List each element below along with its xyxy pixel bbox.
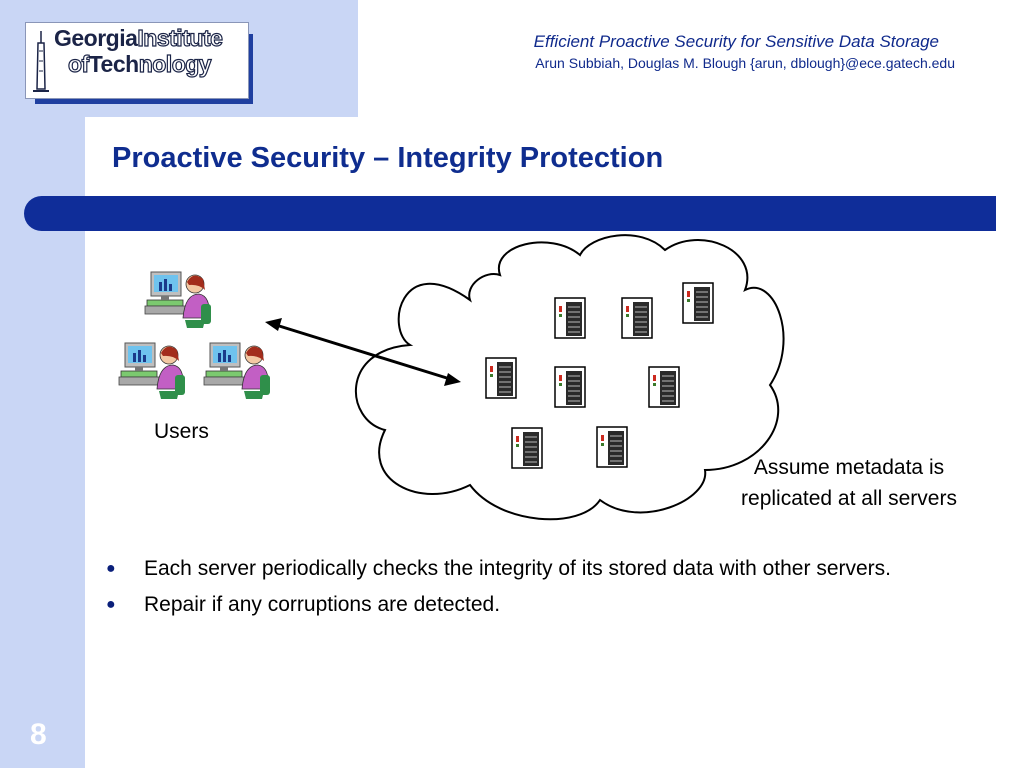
bullet-dot-icon: ● [106, 596, 116, 613]
header-title: Efficient Proactive Security for Sensiti… [533, 32, 939, 51]
server-icon [596, 426, 628, 468]
logo-word-nology: nology [138, 50, 212, 77]
georgia-tech-logo: GeorgiaInstitute ofTechnology [25, 22, 249, 99]
server-icon [554, 366, 586, 408]
metadata-note: Assume metadata is replicated at all ser… [741, 456, 957, 510]
logo-line-1: GeorgiaInstitute [54, 24, 246, 51]
bullet-text: Each server periodically checks the inte… [144, 557, 891, 580]
user-at-computer-icon [203, 342, 271, 400]
server-icon [485, 357, 517, 399]
bullet-dot-icon: ● [106, 560, 116, 577]
page-number: 8 [30, 718, 47, 751]
user-at-computer-icon [144, 271, 212, 329]
server-icon [648, 366, 680, 408]
left-rail [0, 0, 85, 768]
double-arrow [265, 318, 461, 386]
bullet-item: ● Repair if any corruptions are detected… [104, 590, 984, 620]
logo-word-tech: Tech [88, 51, 139, 77]
server-icon [511, 427, 543, 469]
slide-title: Proactive Security – Integrity Protectio… [112, 142, 664, 174]
tower-icon [33, 31, 49, 92]
server-icon [554, 297, 586, 339]
bullet-item: ● Each server periodically checks the in… [104, 554, 984, 584]
user-at-computer-icon [118, 342, 186, 400]
server-icon [621, 297, 653, 339]
bullet-list: ● Each server periodically checks the in… [104, 554, 984, 626]
title-underline-bar [24, 196, 996, 231]
users-label: Users [154, 420, 209, 443]
logo-word-georgia: Georgia [54, 25, 138, 51]
logo-word-institute: Institute [137, 24, 224, 51]
logo-word-of: of [67, 50, 89, 77]
server-icon [682, 282, 714, 324]
header-authors: Arun Subbiah, Douglas M. Blough {arun, d… [535, 55, 955, 71]
bullet-text: Repair if any corruptions are detected. [144, 593, 501, 616]
logo-line-2: ofTechnology [54, 50, 246, 77]
